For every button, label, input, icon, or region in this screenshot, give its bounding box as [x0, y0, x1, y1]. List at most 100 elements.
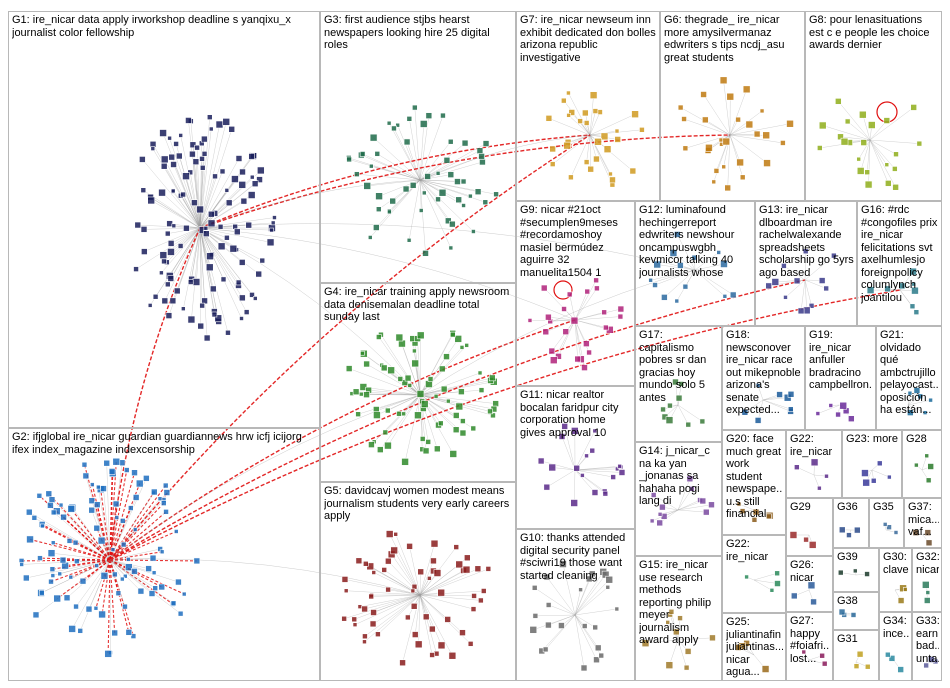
- node-g16: [866, 286, 875, 294]
- edge-g3: [397, 125, 421, 181]
- node-g5: [448, 651, 457, 660]
- node-g4: [487, 408, 493, 415]
- node-g2: [67, 505, 76, 513]
- node-g7: [545, 115, 553, 122]
- node-g9: [548, 347, 556, 355]
- node-g4: [437, 420, 444, 427]
- node-g2: [31, 515, 38, 521]
- node-g2: [63, 594, 71, 602]
- node-g3: [367, 235, 373, 240]
- group-box-G31: G31: [833, 630, 879, 681]
- node-g28: [925, 477, 932, 484]
- edge-g2: [96, 504, 111, 561]
- node-g3: [460, 178, 467, 185]
- node-g8: [840, 137, 849, 146]
- node-g1: [158, 188, 166, 197]
- node-g32: [922, 581, 930, 589]
- node-g1: [183, 224, 190, 232]
- node-g29: [808, 541, 817, 549]
- node-g5: [362, 633, 368, 640]
- node-g5: [444, 616, 451, 623]
- node-g11: [618, 469, 626, 476]
- node-g4: [352, 388, 360, 396]
- node-g2: [100, 485, 107, 492]
- node-g7: [609, 176, 616, 184]
- edge-g4: [419, 356, 447, 396]
- edge-g2: [109, 502, 165, 561]
- node-g6: [759, 108, 765, 114]
- group-label-G28: G28: [906, 433, 927, 445]
- edge-g1: [199, 227, 203, 306]
- node-g12: [674, 231, 681, 238]
- node-g10: [593, 656, 600, 664]
- edge-g5: [419, 594, 481, 601]
- edge-g1: [152, 144, 201, 229]
- node-g24: [824, 473, 829, 479]
- node-g2: [66, 538, 73, 544]
- node-g1: [134, 221, 142, 229]
- edge-g14: [677, 478, 691, 511]
- node-g18: [741, 408, 749, 416]
- node-g20: [739, 508, 746, 514]
- node-g1: [239, 294, 246, 302]
- node-g1: [256, 176, 263, 183]
- edge-g9: [574, 312, 605, 321]
- edge-g9: [574, 319, 578, 360]
- edge-g5: [354, 594, 421, 625]
- node-g37: [925, 539, 933, 547]
- edge-g3: [367, 179, 421, 187]
- node-g5: [362, 639, 367, 645]
- node-g2: [150, 488, 158, 496]
- node-g1: [160, 155, 169, 164]
- edge-g14: [653, 494, 679, 511]
- node-g2: [149, 554, 157, 562]
- node-g36: [846, 532, 852, 538]
- node-g4: [427, 376, 434, 382]
- edge-g1: [173, 164, 201, 229]
- node-g14: [656, 519, 663, 527]
- edge-g15: [677, 639, 687, 668]
- edge-g3: [419, 179, 474, 232]
- node-g38: [850, 612, 857, 618]
- edge-g3: [377, 153, 421, 181]
- node-g1: [165, 281, 171, 288]
- node-g25: [761, 665, 770, 673]
- node-g4: [443, 353, 450, 360]
- node-g10: [532, 613, 539, 619]
- edge-g4: [378, 336, 421, 396]
- group-box-G20: G20: face much great work student newspa…: [722, 430, 786, 535]
- node-g1: [249, 174, 255, 180]
- node-g1: [173, 287, 181, 295]
- node-g2: [162, 482, 169, 489]
- edge-g2: [106, 463, 111, 561]
- node-g5: [385, 557, 392, 565]
- node-g1: [171, 223, 177, 229]
- node-g10: [545, 621, 552, 629]
- node-g10: [542, 646, 549, 653]
- node-g3: [447, 138, 454, 145]
- edge-g3: [362, 153, 421, 181]
- node-g9: [603, 324, 609, 331]
- edge-g4: [419, 394, 460, 407]
- node-g7: [583, 120, 590, 126]
- node-g4: [416, 331, 425, 340]
- node-g5: [462, 565, 471, 574]
- edge-g5: [364, 594, 421, 610]
- node-g31: [856, 650, 864, 658]
- node-g20: [766, 513, 772, 520]
- edge-g1: [155, 227, 201, 297]
- group-box-G37: G37: mica... vaf...: [904, 498, 942, 548]
- node-g1: [222, 118, 231, 126]
- node-g1: [173, 141, 179, 147]
- node-g2: [81, 461, 88, 468]
- node-g5: [430, 539, 439, 548]
- edge-g1: [180, 195, 201, 229]
- node-g9: [527, 318, 533, 323]
- node-g10: [594, 644, 602, 652]
- edge-g11: [574, 469, 622, 473]
- group-label-G14: G14: j_nicar_c na ka yan _jonanas sa hah…: [639, 445, 710, 507]
- node-g13: [771, 278, 780, 286]
- node-g2: [143, 475, 150, 482]
- node-g7: [629, 167, 637, 175]
- node-g30: [897, 597, 905, 604]
